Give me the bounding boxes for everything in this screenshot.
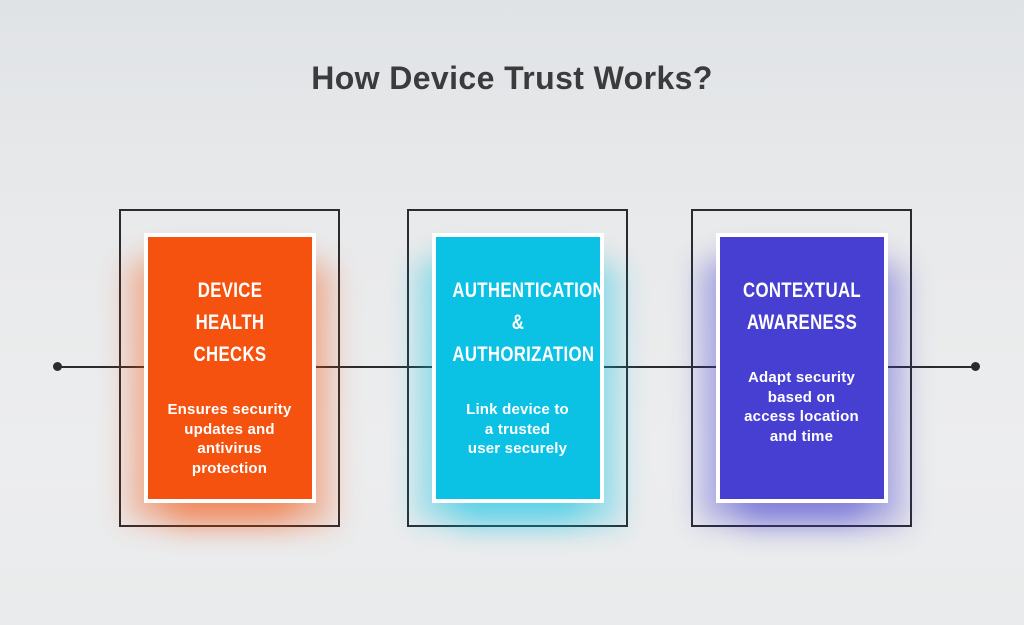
card-heading: AUTHENTICATION & AUTHORIZATION (451, 279, 605, 366)
card-body: Ensures security updates and antivirus p… (167, 401, 292, 477)
card-contextual-awareness: CONTEXTUAL AWARENESS Adapt security base… (715, 233, 888, 503)
card-heading: DEVICE HEALTH CHECKS (193, 279, 266, 366)
card-device-health-checks: DEVICE HEALTH CHECKS Ensures security up… (143, 233, 316, 503)
card-body: Link device to a trusted user securely (466, 401, 569, 457)
card-authentication-authorization: AUTHENTICATION & AUTHORIZATION Link devi… (431, 233, 605, 503)
flow-endpoint-left-dot (53, 362, 62, 371)
card-frame-authentication-authorization: AUTHENTICATION & AUTHORIZATION Link devi… (407, 209, 628, 527)
card-heading: CONTEXTUAL AWARENESS (742, 279, 861, 334)
card-frame-contextual-awareness: CONTEXTUAL AWARENESS Adapt security base… (691, 209, 912, 527)
card-frame-device-health-checks: DEVICE HEALTH CHECKS Ensures security up… (119, 209, 340, 527)
card-body: Adapt security based on access location … (744, 369, 859, 445)
page-title: How Device Trust Works? (311, 60, 713, 96)
flow-endpoint-right-dot (971, 362, 980, 371)
